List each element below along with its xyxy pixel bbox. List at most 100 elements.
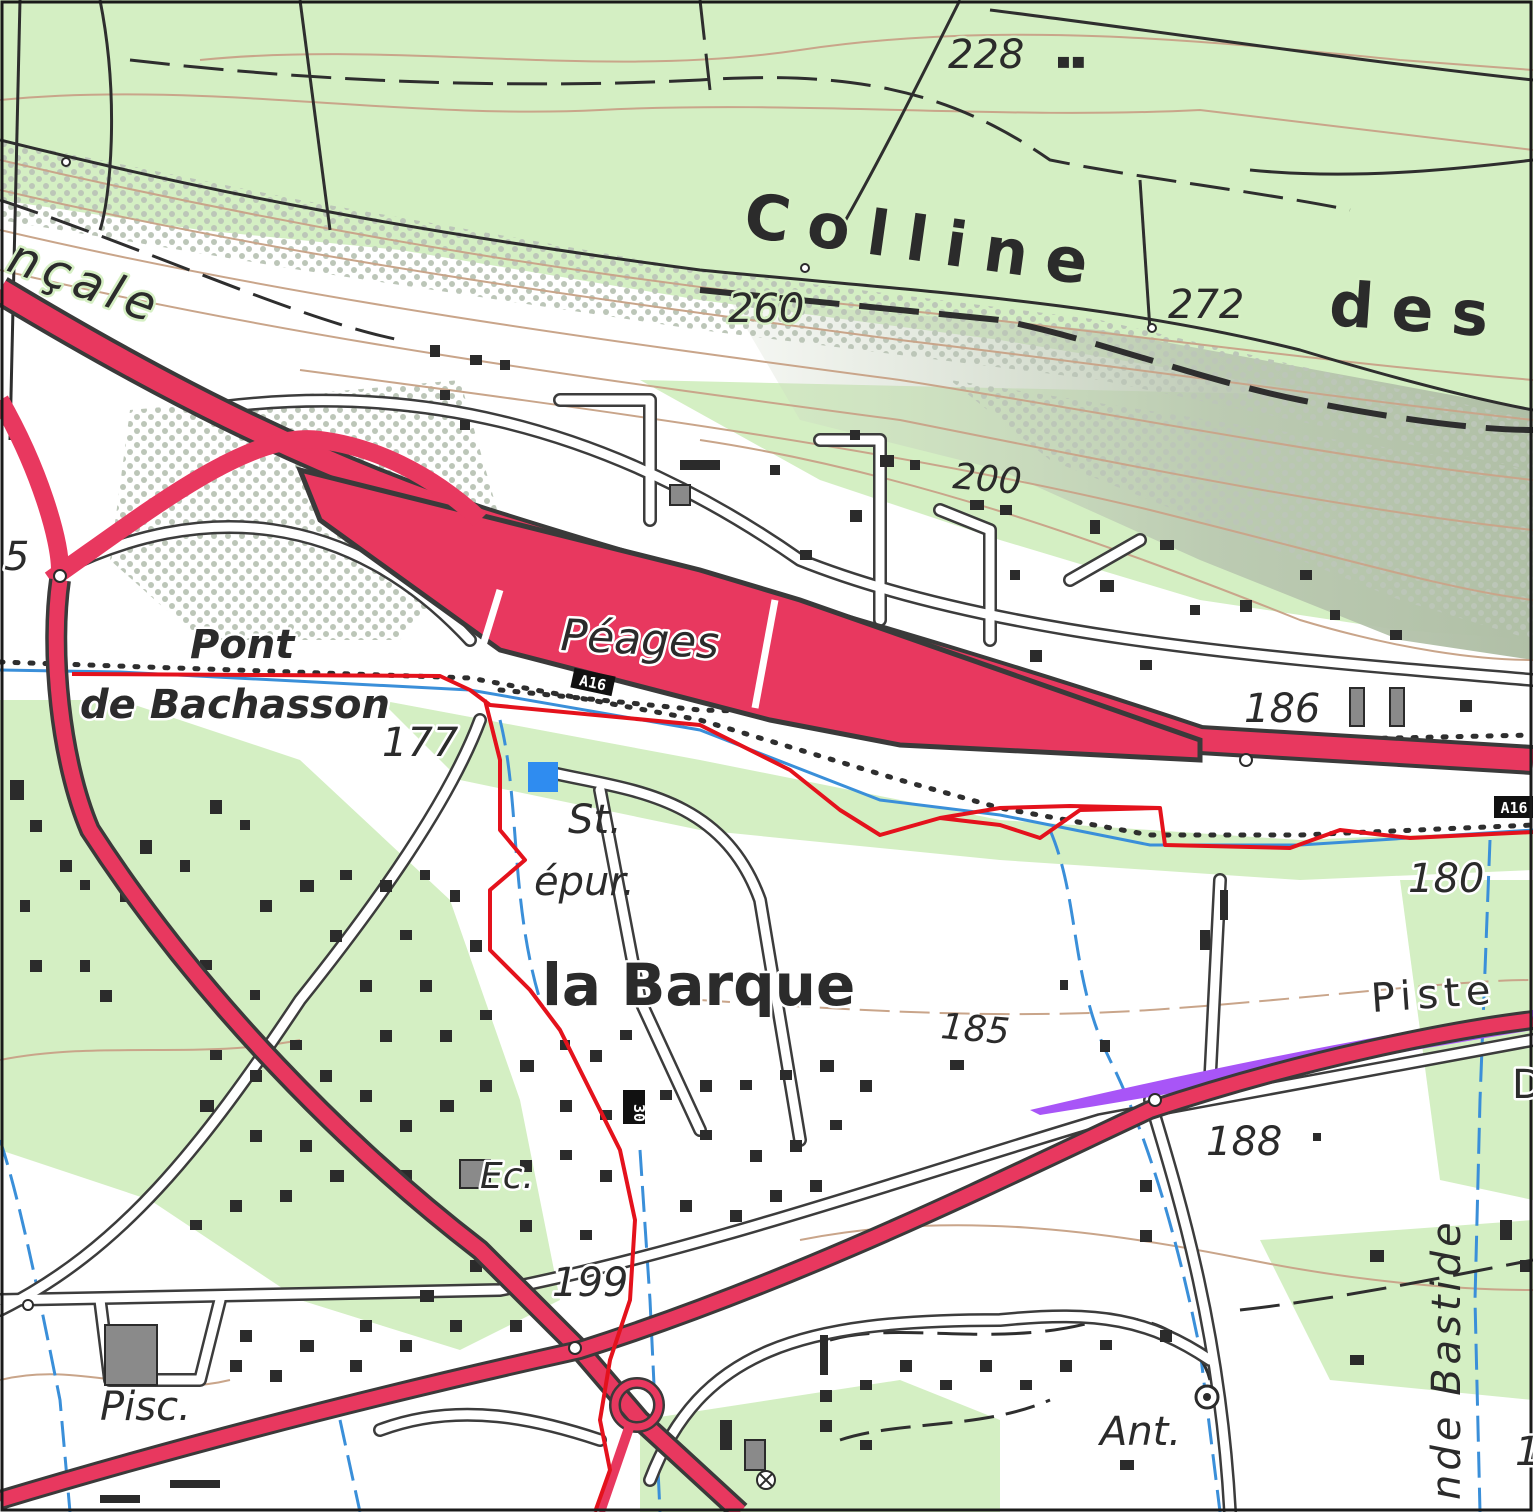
- building: [1140, 1180, 1152, 1192]
- track: [1138, 179, 1152, 331]
- building: [1390, 630, 1402, 640]
- building: [820, 1420, 832, 1432]
- building: [1240, 600, 1252, 612]
- elevation-199: 199: [552, 1260, 628, 1306]
- building: [1100, 1340, 1112, 1350]
- building: [860, 1380, 872, 1390]
- label-five-edge: 5: [4, 534, 29, 580]
- station-square: [528, 762, 558, 792]
- elevation-272: 272: [1168, 282, 1244, 328]
- roads: [0, 395, 1533, 1512]
- building: [300, 1140, 312, 1152]
- building: [580, 1230, 592, 1240]
- building: [1020, 1380, 1032, 1390]
- elevation-260: 260: [728, 286, 804, 332]
- building: [560, 1150, 572, 1160]
- track: [0, 138, 1533, 412]
- building: [210, 800, 222, 814]
- building: [330, 930, 342, 942]
- building-south: [744, 1439, 766, 1471]
- shield-a16-edge: A16: [1494, 796, 1533, 818]
- road: [595, 785, 705, 1135]
- building: [1370, 1250, 1384, 1262]
- track: [98, 0, 114, 231]
- building: [1060, 980, 1068, 990]
- building: [230, 1360, 242, 1372]
- main-road-diagonal-fill: [0, 1013, 1533, 1507]
- road: [935, 505, 995, 645]
- label-de-bachasson: de Bachasson: [80, 682, 390, 728]
- track: [0, 198, 401, 342]
- road: [0, 1035, 1533, 1305]
- road: [1145, 1095, 1235, 1512]
- building: [1010, 570, 1020, 580]
- building: [1500, 1220, 1512, 1240]
- tracks: [0, 0, 1533, 1442]
- building: [1100, 580, 1114, 592]
- building: [900, 1360, 912, 1372]
- building: [770, 465, 780, 475]
- building: [680, 1200, 692, 1212]
- building-pisc: [104, 1324, 158, 1386]
- building: [1300, 570, 1312, 580]
- building: [830, 1120, 842, 1130]
- building: [450, 1320, 462, 1332]
- building: [210, 1050, 222, 1060]
- track: [698, 0, 712, 91]
- building: [660, 1090, 672, 1100]
- building: [60, 860, 72, 872]
- label-la-barque: la Barque: [542, 951, 855, 1019]
- toll-divider: [476, 588, 504, 657]
- building: [1330, 610, 1340, 620]
- building: [600, 1170, 612, 1182]
- contour: [0, 159, 1533, 381]
- building: [520, 1160, 532, 1172]
- building: [1140, 660, 1152, 670]
- contour: [0, 229, 1533, 481]
- elevation-185: 185: [939, 1006, 1011, 1053]
- building: [400, 1340, 412, 1352]
- stream-east: [1048, 829, 1222, 1512]
- shield-d30-label: 30: [630, 1104, 648, 1122]
- elevation-228: 228: [948, 32, 1024, 78]
- building: [20, 900, 30, 912]
- label-epur: épur.: [534, 859, 635, 905]
- building: [560, 1040, 570, 1050]
- track: [699, 287, 1533, 433]
- building: [180, 860, 190, 872]
- building: [420, 980, 432, 992]
- motorway-a16: [0, 277, 1533, 1512]
- elevation-188: 188: [1206, 1119, 1282, 1165]
- buildings: [10, 345, 1532, 1503]
- road: [1205, 875, 1225, 1085]
- building: [1100, 1040, 1110, 1052]
- route-line: [71, 672, 1533, 1512]
- toll-plaza: [295, 466, 1203, 763]
- building: [820, 1390, 832, 1402]
- building: [400, 930, 412, 940]
- label-des: des: [1327, 267, 1509, 352]
- building: [620, 1030, 632, 1040]
- label-ec: Ec.: [480, 1156, 534, 1197]
- label-peages: Péages: [559, 610, 720, 669]
- building: [380, 1030, 392, 1042]
- scree-hillside: [950, 380, 1533, 640]
- building: [520, 1060, 534, 1072]
- building: [240, 1330, 252, 1342]
- building: [700, 1130, 712, 1140]
- crossed-circle-icon: [756, 1470, 776, 1490]
- building: [1120, 1460, 1134, 1470]
- label-d-edge: D: [1512, 1062, 1533, 1108]
- roundabout-exit: [595, 1423, 635, 1512]
- building: [200, 1100, 214, 1112]
- building: [330, 1170, 344, 1182]
- toll-divider: [751, 599, 779, 709]
- building: [560, 1100, 572, 1112]
- building: [260, 900, 272, 912]
- contour: [0, 93, 1533, 151]
- building: [800, 550, 812, 560]
- river-bachasson: [0, 668, 1533, 847]
- building: [140, 840, 152, 854]
